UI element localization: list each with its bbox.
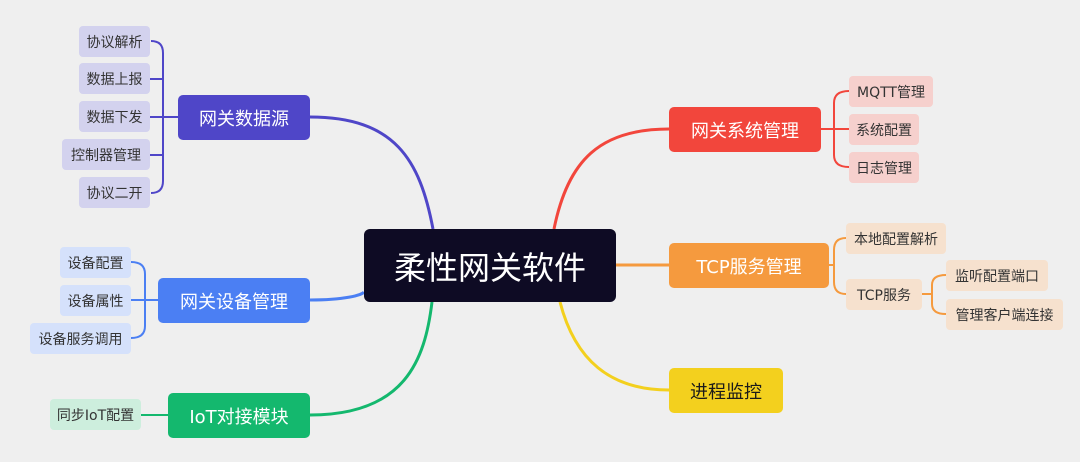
bracket-tcp-mgmt xyxy=(829,237,947,315)
link-data-source xyxy=(309,115,435,230)
bracket-system-mgmt xyxy=(821,90,850,168)
leaf-data-send[interactable]: 数据下发 xyxy=(79,101,150,132)
leaf-mqtt-mgmt[interactable]: MQTT管理 xyxy=(849,76,933,107)
root-node[interactable]: 柔性网关软件 xyxy=(364,229,616,302)
leaf-data-report[interactable]: 数据上报 xyxy=(79,63,150,94)
leaf-sync-iot-config[interactable]: 同步IoT配置 xyxy=(50,399,141,430)
bracket-device-mgmt xyxy=(130,261,158,339)
branch-system-mgmt[interactable]: 网关系统管理 xyxy=(669,107,821,152)
branch-data-source[interactable]: 网关数据源 xyxy=(178,95,310,140)
link-system-mgmt xyxy=(552,127,670,230)
leaf-device-config[interactable]: 设备配置 xyxy=(60,247,131,278)
branch-process-monitor[interactable]: 进程监控 xyxy=(669,368,783,413)
leaf-manage-client-conn[interactable]: 管理客户端连接 xyxy=(946,299,1063,330)
bracket-data-source xyxy=(150,40,178,194)
link-iot-module xyxy=(309,301,434,417)
leaf-system-config[interactable]: 系统配置 xyxy=(849,114,919,145)
branch-iot-module[interactable]: IoT对接模块 xyxy=(168,393,310,438)
branch-device-mgmt[interactable]: 网关设备管理 xyxy=(158,278,310,323)
leaf-protocol-dev[interactable]: 协议二开 xyxy=(79,177,150,208)
leaf-local-config-parse[interactable]: 本地配置解析 xyxy=(846,223,946,254)
leaf-log-mgmt[interactable]: 日志管理 xyxy=(849,152,919,183)
link-device-mgmt xyxy=(309,290,366,302)
leaf-listen-config-port[interactable]: 监听配置端口 xyxy=(946,260,1048,291)
link-process-monitor xyxy=(558,301,670,392)
leaf-device-service-call[interactable]: 设备服务调用 xyxy=(30,323,131,354)
leaf-device-props[interactable]: 设备属性 xyxy=(60,285,131,316)
leaf-controller-mgmt[interactable]: 控制器管理 xyxy=(62,139,150,170)
leaf-tcp-service[interactable]: TCP服务 xyxy=(846,279,922,310)
branch-tcp-mgmt[interactable]: TCP服务管理 xyxy=(669,243,829,288)
leaf-protocol-parse[interactable]: 协议解析 xyxy=(79,26,150,57)
